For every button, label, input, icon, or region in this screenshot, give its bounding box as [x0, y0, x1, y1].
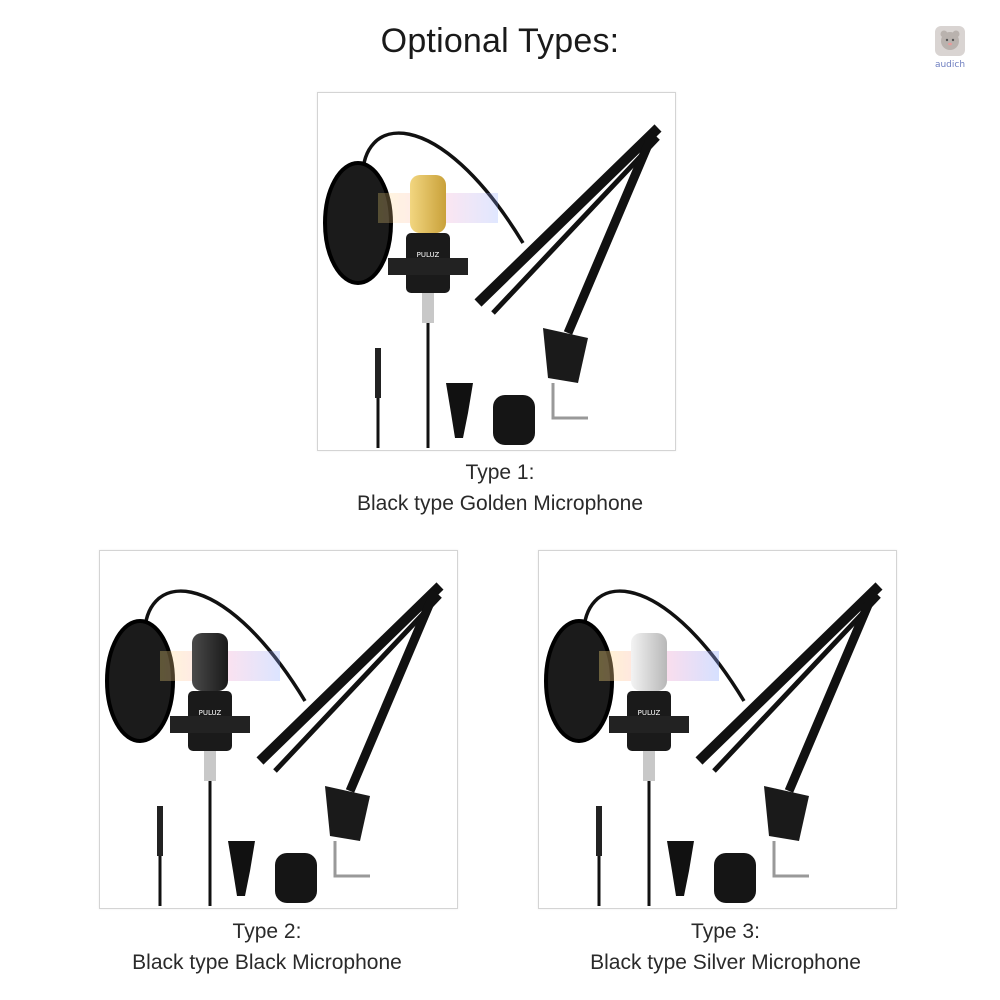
- type-description: Black type Black Microphone: [132, 951, 402, 974]
- page-title: Optional Types:: [380, 22, 620, 60]
- type-label: Type 1:: [465, 461, 535, 484]
- product-image-type-1: PULUZ: [317, 92, 676, 451]
- svg-text:PULUZ: PULUZ: [417, 251, 440, 259]
- product-image-type-2: PULUZ: [99, 550, 458, 909]
- microphone-kit-illustration: PULUZ: [544, 582, 883, 906]
- mic-capsule: [631, 633, 667, 691]
- type-label: Type 2:: [232, 920, 302, 943]
- svg-text:PULUZ: PULUZ: [638, 709, 661, 717]
- brand-logo: audich: [930, 24, 970, 74]
- product-caption-type-1: Type 1: Black type Golden Microphone: [300, 457, 700, 519]
- type-description: Black type Silver Microphone: [590, 951, 861, 974]
- mic-capsule: [192, 633, 228, 691]
- microphone-kit-illustration: PULUZ: [105, 582, 444, 906]
- mascot-icon: [935, 26, 965, 56]
- product-caption-type-3: Type 3: Black type Silver Microphone: [538, 916, 913, 978]
- type-label: Type 3:: [691, 920, 760, 943]
- product-caption-type-2: Type 2: Black type Black Microphone: [77, 916, 457, 978]
- product-image-type-3: PULUZ: [538, 550, 897, 909]
- type-description: Black type Golden Microphone: [357, 492, 643, 515]
- mic-capsule: [410, 175, 446, 233]
- microphone-kit-illustration: PULUZ: [323, 124, 662, 448]
- svg-text:PULUZ: PULUZ: [199, 709, 222, 717]
- logo-text: audich: [934, 60, 966, 70]
